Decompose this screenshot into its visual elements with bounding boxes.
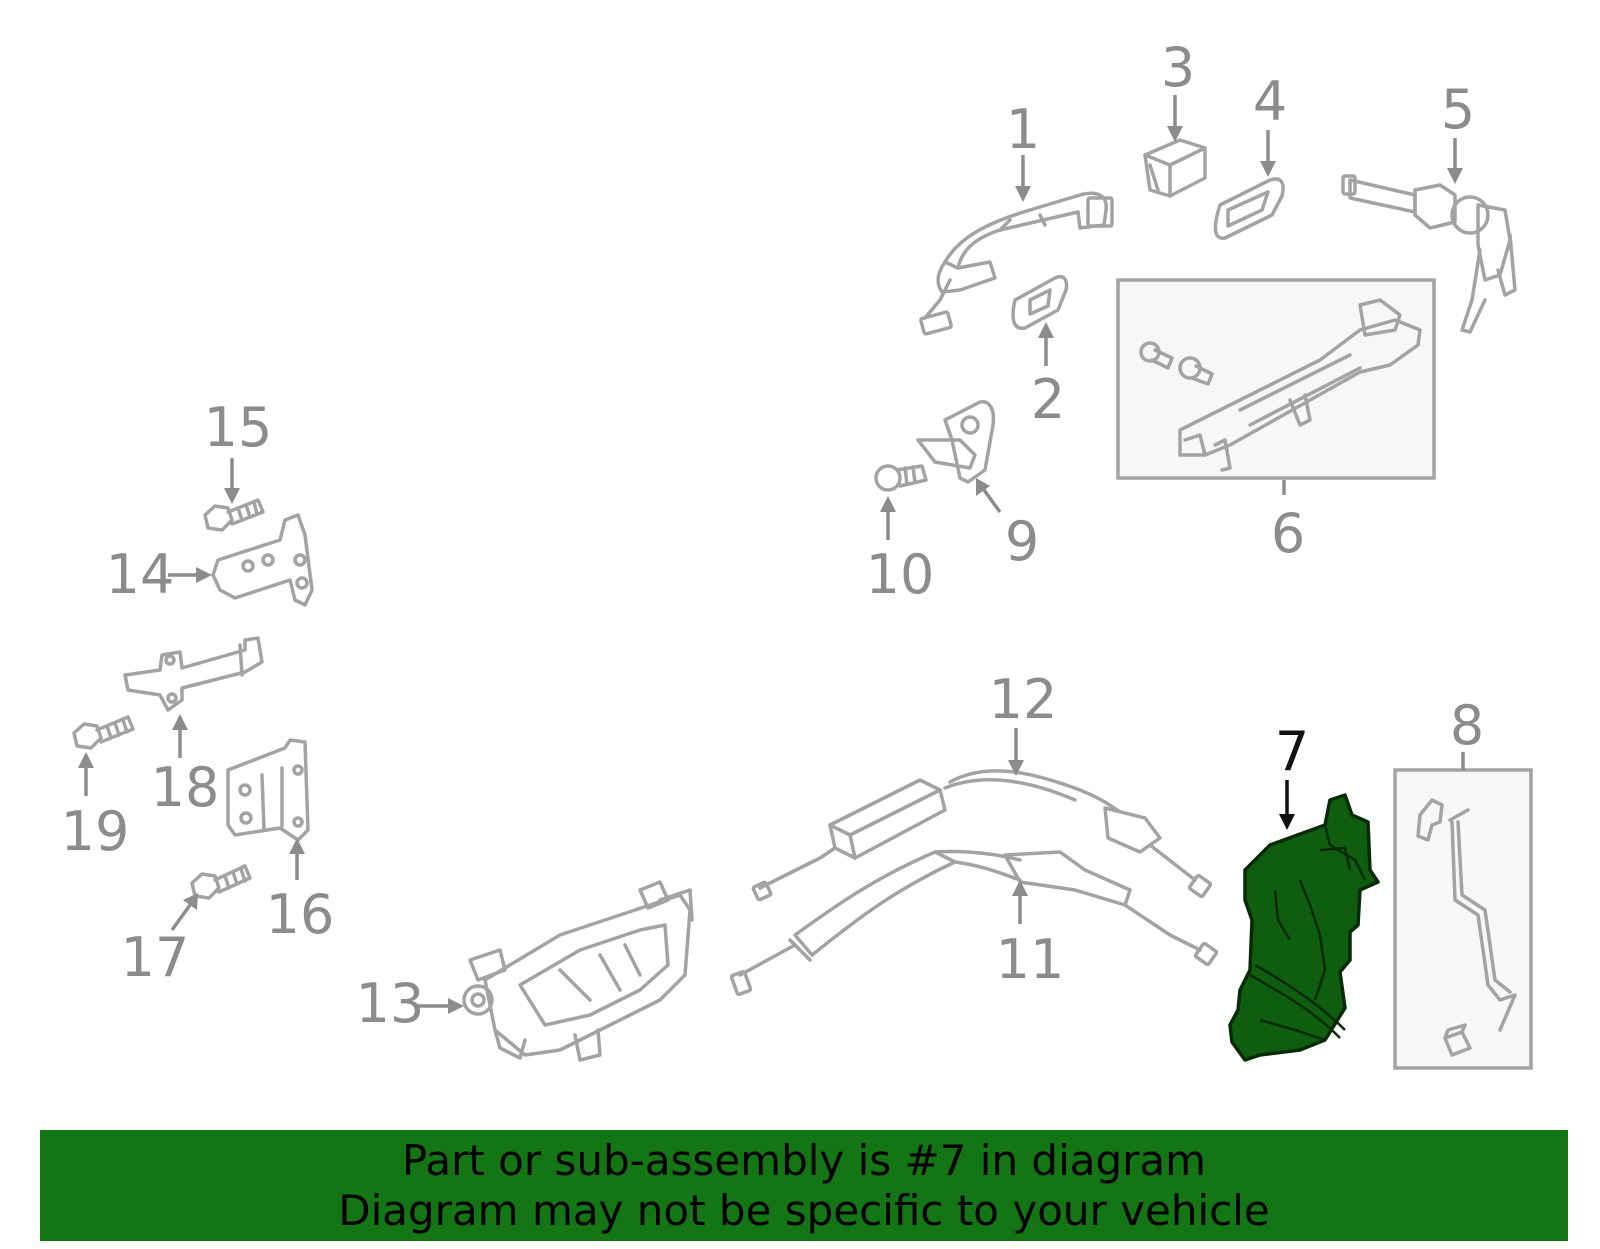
callout-17: 17 bbox=[121, 926, 190, 989]
part-4-pad[interactable] bbox=[1213, 177, 1285, 240]
callout-13: 13 bbox=[356, 972, 425, 1035]
callout-6: 6 bbox=[1271, 502, 1305, 565]
callout-2: 2 bbox=[1031, 368, 1065, 431]
info-banner: Part or sub-assembly is #7 in diagram Di… bbox=[40, 1130, 1568, 1241]
part-7-lock-actuator[interactable] bbox=[1228, 793, 1380, 1062]
part-16-hinge[interactable] bbox=[226, 738, 310, 842]
part-10-screw[interactable] bbox=[874, 464, 928, 492]
callout-8: 8 bbox=[1450, 694, 1484, 757]
callout-5: 5 bbox=[1441, 78, 1475, 141]
part-17-bolt[interactable] bbox=[190, 864, 252, 900]
parts-diagram: 1 2 3 4 5 bbox=[61, 36, 1533, 1070]
part-19-bolt[interactable] bbox=[72, 715, 135, 750]
arrow-15 bbox=[224, 458, 240, 504]
arrow-12 bbox=[1008, 728, 1024, 776]
arrow-10 bbox=[880, 496, 896, 540]
part-9-striker[interactable] bbox=[916, 400, 996, 484]
part-14-hinge[interactable] bbox=[211, 513, 314, 607]
callout-7: 7 bbox=[1275, 720, 1309, 783]
part-11-cable[interactable] bbox=[729, 849, 1219, 996]
part-3-cap[interactable] bbox=[1143, 138, 1207, 198]
callout-14: 14 bbox=[106, 543, 175, 606]
arrow-17 bbox=[170, 893, 198, 932]
arrow-4 bbox=[1260, 130, 1276, 177]
arrow-2 bbox=[1038, 322, 1054, 366]
part-18-door-check[interactable] bbox=[123, 636, 264, 712]
part-1-outer-handle[interactable] bbox=[919, 191, 1114, 336]
arrow-7 bbox=[1279, 780, 1295, 830]
part-8-lock-rod[interactable] bbox=[1393, 768, 1533, 1070]
part-13-inner-handle[interactable] bbox=[462, 880, 694, 1062]
callout-15: 15 bbox=[204, 396, 273, 459]
arrow-5 bbox=[1447, 138, 1463, 184]
part-15-bolt[interactable] bbox=[203, 498, 265, 532]
arrow-13 bbox=[418, 998, 464, 1014]
arrow-1 bbox=[1015, 155, 1031, 202]
arrow-9 bbox=[976, 478, 1002, 514]
callout-12: 12 bbox=[989, 668, 1058, 731]
callout-10: 10 bbox=[866, 543, 935, 606]
callout-1: 1 bbox=[1006, 98, 1040, 161]
part-2-handle-bezel[interactable] bbox=[1011, 275, 1069, 331]
arrow-16 bbox=[289, 838, 305, 880]
banner-line-2: Diagram may not be specific to your vehi… bbox=[338, 1185, 1270, 1235]
callout-16: 16 bbox=[266, 883, 335, 946]
callout-19: 19 bbox=[61, 800, 130, 863]
banner-line-1: Part or sub-assembly is #7 in diagram bbox=[401, 1135, 1207, 1185]
arrow-19 bbox=[78, 752, 94, 796]
callout-9: 9 bbox=[1005, 510, 1039, 573]
part-6-handle-bracket[interactable] bbox=[1116, 278, 1436, 480]
callout-4: 4 bbox=[1253, 70, 1287, 133]
callout-3: 3 bbox=[1161, 36, 1195, 99]
arrow-14 bbox=[168, 567, 212, 583]
callout-18: 18 bbox=[151, 756, 220, 819]
arrow-11 bbox=[1012, 880, 1028, 924]
part-12-cable[interactable] bbox=[751, 769, 1213, 902]
callout-11: 11 bbox=[996, 928, 1065, 991]
arrow-3 bbox=[1167, 95, 1183, 142]
part-5-lock-cylinder[interactable] bbox=[1341, 174, 1517, 334]
arrow-18 bbox=[172, 714, 188, 758]
